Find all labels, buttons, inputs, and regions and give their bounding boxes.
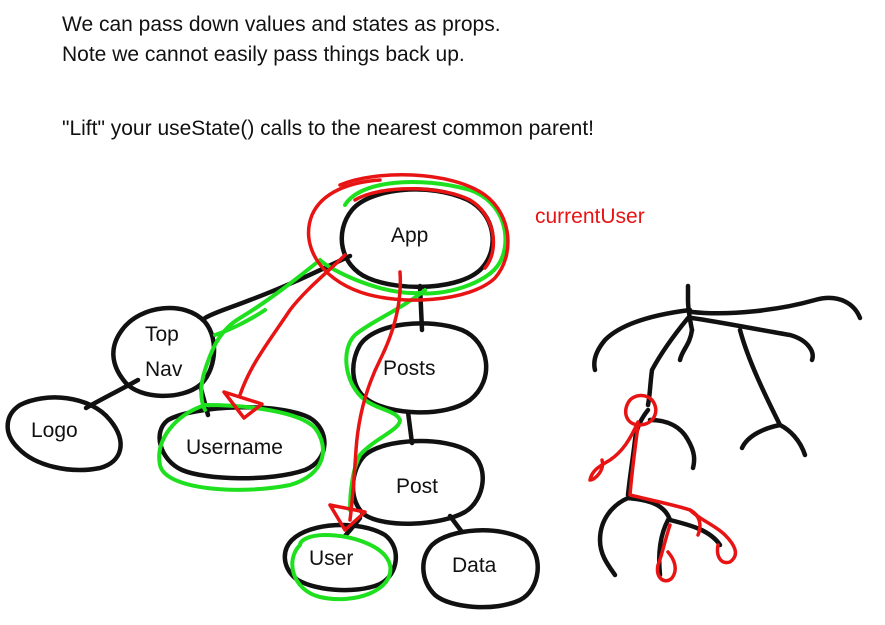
caption-line-1: We can pass down values and states as pr…	[62, 13, 501, 36]
node-posts-label: Posts	[383, 357, 436, 380]
node-topnav-outline	[111, 305, 217, 399]
sketch-tree-highlight	[588, 393, 738, 583]
sketch-tree	[592, 283, 863, 578]
node-user-outline	[282, 522, 399, 593]
red-arrow-to-username	[238, 253, 347, 397]
red-state-flow	[222, 173, 510, 532]
state-label-currentuser: currentUser	[535, 205, 645, 228]
sketch-red-side	[588, 420, 640, 482]
tree-nodes	[5, 187, 540, 610]
node-username-label: Username	[186, 436, 283, 459]
caption-line-3: "Lift" your useState() calls to the near…	[62, 117, 594, 140]
red-arrow-head-username	[222, 390, 264, 420]
sketch-left-stem	[645, 315, 691, 408]
node-data-label: Data	[452, 554, 497, 577]
sketch-red-right-loop	[688, 508, 738, 565]
sketch-right-fork-right	[777, 422, 808, 458]
sketch-bottom-mid	[625, 495, 673, 523]
node-labels: App Top Nav Posts Logo Username Post Use…	[31, 224, 497, 577]
node-topnav-label-line2: Nav	[145, 358, 183, 381]
red-app-loop-outer	[306, 173, 510, 302]
red-arrow-head-user	[328, 503, 367, 532]
edge-posts-post	[405, 409, 415, 446]
sketch-branch-right-mid	[689, 315, 815, 363]
green-app-to-posts-to-post	[344, 288, 427, 512]
red-arrow-to-user	[348, 270, 403, 522]
sketch-branch-right	[689, 295, 863, 321]
caption-line-2: Note we cannot easily pass things back u…	[62, 43, 465, 66]
green-highlight-path	[157, 180, 508, 602]
sketch-right-stem	[737, 327, 783, 428]
node-data-outline	[421, 528, 540, 610]
node-app-label: App	[391, 224, 428, 247]
node-post-label: Post	[396, 475, 438, 498]
green-username-loop	[157, 403, 325, 492]
node-post-outline	[350, 438, 485, 526]
sketch-bottom-left	[597, 495, 631, 578]
node-topnav-label-line1: Top	[145, 323, 179, 346]
sketch-red-path	[628, 423, 702, 537]
sketch-branch-left	[592, 307, 693, 373]
node-logo-outline	[5, 395, 123, 473]
sketch-trunk-mid	[677, 327, 695, 363]
sketch-trunk-top	[685, 283, 695, 333]
red-app-loop-inner	[353, 187, 496, 270]
green-user-loop	[290, 533, 393, 602]
sketch-red-left-loop	[655, 523, 677, 583]
sketch-lower-branch-right	[647, 417, 697, 471]
node-logo-label: Logo	[31, 419, 78, 442]
sketch-right-fork-left	[739, 422, 783, 451]
sketch-red-loop-top	[623, 393, 658, 427]
green-app-to-topnav	[199, 180, 508, 412]
node-posts-outline	[351, 321, 489, 415]
node-user-label: User	[309, 547, 353, 570]
green-topnav-edge	[213, 308, 267, 337]
sketch-bottom-stem-1	[657, 517, 671, 578]
